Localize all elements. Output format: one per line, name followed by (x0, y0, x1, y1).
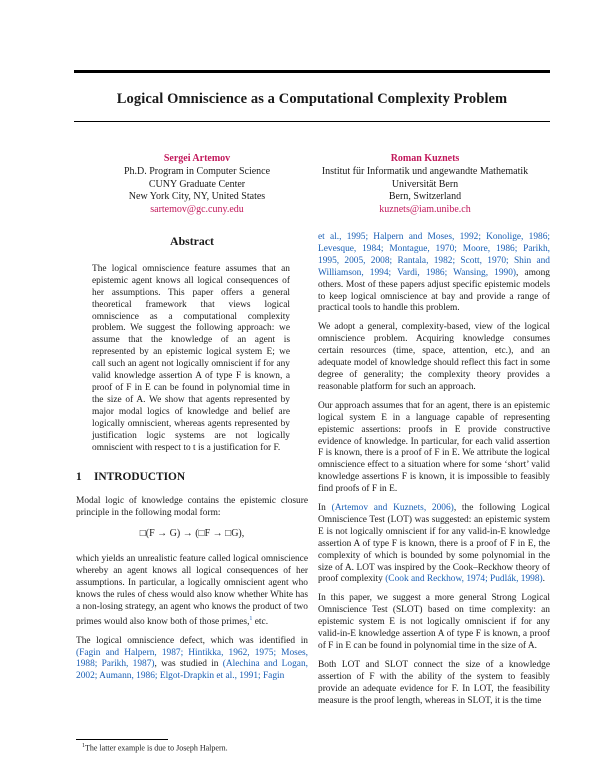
author-affiliation: Bern, Switzerland (388, 191, 462, 203)
left-column: Abstract The logical omniscience feature… (76, 232, 308, 690)
paragraph-text: etc. (252, 616, 269, 627)
paragraph-text: , was studied in (154, 659, 223, 670)
paragraph: In this paper, we suggest a more general… (318, 593, 550, 651)
paragraph-text: which yields an unrealistic feature call… (76, 554, 308, 627)
paper-title: Logical Omniscience as a Computational C… (116, 91, 508, 107)
paragraph: which yields an unrealistic feature call… (76, 554, 308, 629)
citation-link[interactable]: (Artemov and Kuznets, 2006) (331, 503, 454, 514)
paragraph: et al., 1995; Halpern and Moses, 1992; K… (318, 232, 550, 315)
paragraph: Our approach assumes that for an agent, … (318, 400, 550, 495)
title-rule (74, 121, 550, 122)
citation-link[interactable]: et al., 1995; Halpern and Moses, 1992; K… (318, 232, 550, 278)
paragraph: Both LOT and SLOT connect the size of a … (318, 659, 550, 706)
author-name: Roman Kuznets (390, 153, 460, 164)
footnote-number: 1 (82, 743, 85, 749)
paragraph-text: , the following Logical Omniscience Test… (318, 503, 551, 585)
paragraph: The logical omniscience defect, which wa… (76, 636, 308, 684)
author-name: Sergei Artemov (163, 153, 231, 164)
section-heading: 1 INTRODUCTION (76, 471, 308, 484)
formula: □(F → G) → (□F → □G), (139, 528, 245, 540)
right-column: et al., 1995; Halpern and Moses, 1992; K… (318, 232, 550, 715)
paragraph-text: The logical omniscience defect, which wa… (76, 635, 308, 646)
author-block-1: Sergei Artemov Ph.D. Program in Computer… (77, 153, 317, 217)
author-email-link[interactable]: sartemov@gc.cuny.edu (150, 204, 244, 216)
paragraph: In (Artemov and Kuznets, 2006), the foll… (318, 503, 550, 586)
paragraph-text: , among others. Most of these papers adj… (318, 267, 550, 314)
footnote: 1The latter example is due to Joseph Hal… (82, 743, 228, 753)
paragraph-text: In (318, 503, 332, 514)
author-affiliation: Universität Bern (391, 178, 459, 190)
author-email-link[interactable]: kuznets@iam.unibe.ch (379, 204, 471, 216)
paragraph-text: . (542, 574, 545, 585)
citation-link[interactable]: (Cook and Reckhow, 1974; Pudlák, 1998) (385, 574, 543, 585)
author-affiliation: Institut für Informatik und angewandte M… (321, 165, 529, 177)
abstract-section: Abstract The logical omniscience feature… (76, 234, 308, 454)
paragraph: Modal logic of knowledge contains the ep… (76, 496, 308, 519)
footnote-rule (76, 739, 168, 740)
author-affiliation: New York City, NY, United States (128, 191, 266, 203)
top-rule (74, 70, 550, 73)
footnote-text: The latter example is due to Joseph Halp… (85, 743, 228, 753)
author-affiliation: Ph.D. Program in Computer Science (123, 165, 271, 177)
citation-link[interactable]: (Fagin and Halpern, 1987; Hintikka, 1962… (76, 647, 308, 670)
footnote-marker-link[interactable]: 1 (249, 615, 253, 622)
section-number: 1 (76, 471, 82, 484)
section-title: INTRODUCTION (94, 471, 186, 484)
abstract-text: The logical omniscience feature assumes … (92, 263, 290, 453)
author-block-2: Roman Kuznets Institut für Informatik un… (290, 153, 560, 217)
citation-link[interactable]: (Alechina and Logan, 2002; Aumann, 1986;… (76, 659, 308, 682)
abstract-heading: Abstract (170, 234, 214, 248)
author-affiliation: CUNY Graduate Center (148, 178, 246, 190)
paragraph: We adopt a general, complexity-based, vi… (318, 322, 550, 392)
